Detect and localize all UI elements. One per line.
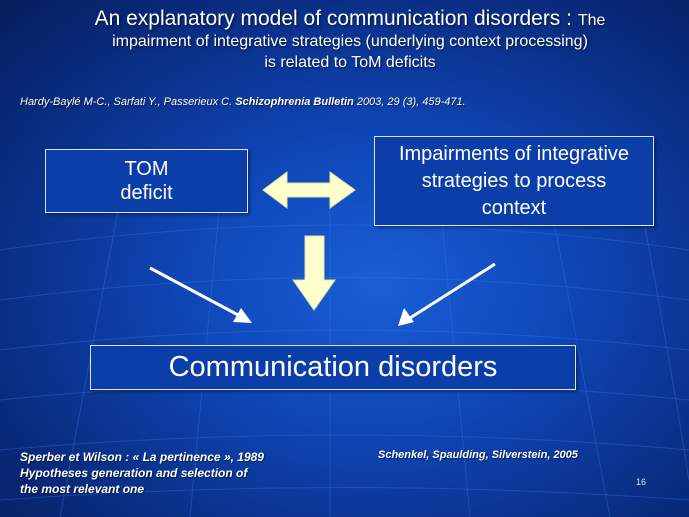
tom-box-line-2: deficit: [120, 182, 173, 204]
footer-left-reference: Sperber et Wilson : « La pertinence », 1…: [20, 449, 264, 497]
communication-disorders-box: Communication disorders: [90, 345, 576, 390]
citation: Hardy-Baylé M-C., Sarfati Y., Passerieux…: [20, 96, 466, 108]
slide-title: An explanatory model of communication di…: [30, 8, 670, 73]
impairments-box: Impairments of integrative strategies to…: [374, 136, 654, 226]
title-line3: is related to ToM deficits: [264, 54, 436, 71]
right-diagonal-arrow: [398, 262, 496, 326]
down-arrow: [292, 235, 336, 311]
citation-details: 2003, 29 (3), 459-471.: [353, 96, 466, 108]
footer-left-line-3: the most relevant one: [20, 482, 145, 496]
page-number: 16: [636, 477, 647, 487]
communication-box-label: Communication disorders: [168, 351, 498, 383]
impairments-box-line-3: context: [481, 196, 547, 219]
tom-box-line-1: TOM: [124, 158, 169, 180]
footer-left-line-1: Sperber et Wilson : « La pertinence », 1…: [20, 450, 264, 464]
citation-authors: Hardy-Baylé M-C., Sarfati Y., Passerieux…: [20, 96, 236, 108]
title-line2: impairment of integrative strategies (un…: [112, 33, 588, 50]
impairments-box-line-2: strategies to process: [421, 169, 607, 192]
double-arrow: [262, 171, 356, 209]
footer-left-line-2: Hypotheses generation and selection of: [20, 466, 248, 480]
impairments-box-line-1: Impairments of integrative: [398, 142, 630, 165]
title-line1-rest: The: [577, 12, 606, 29]
title-main: An explanatory model of communication di…: [94, 7, 578, 30]
citation-journal: Schizophrenia Bulletin: [235, 96, 354, 108]
tom-deficit-box: TOM deficit: [45, 149, 248, 213]
left-diagonal-arrow: [149, 266, 252, 323]
footer-right-reference: Schenkel, Spaulding, Silverstein, 2005: [378, 449, 578, 461]
